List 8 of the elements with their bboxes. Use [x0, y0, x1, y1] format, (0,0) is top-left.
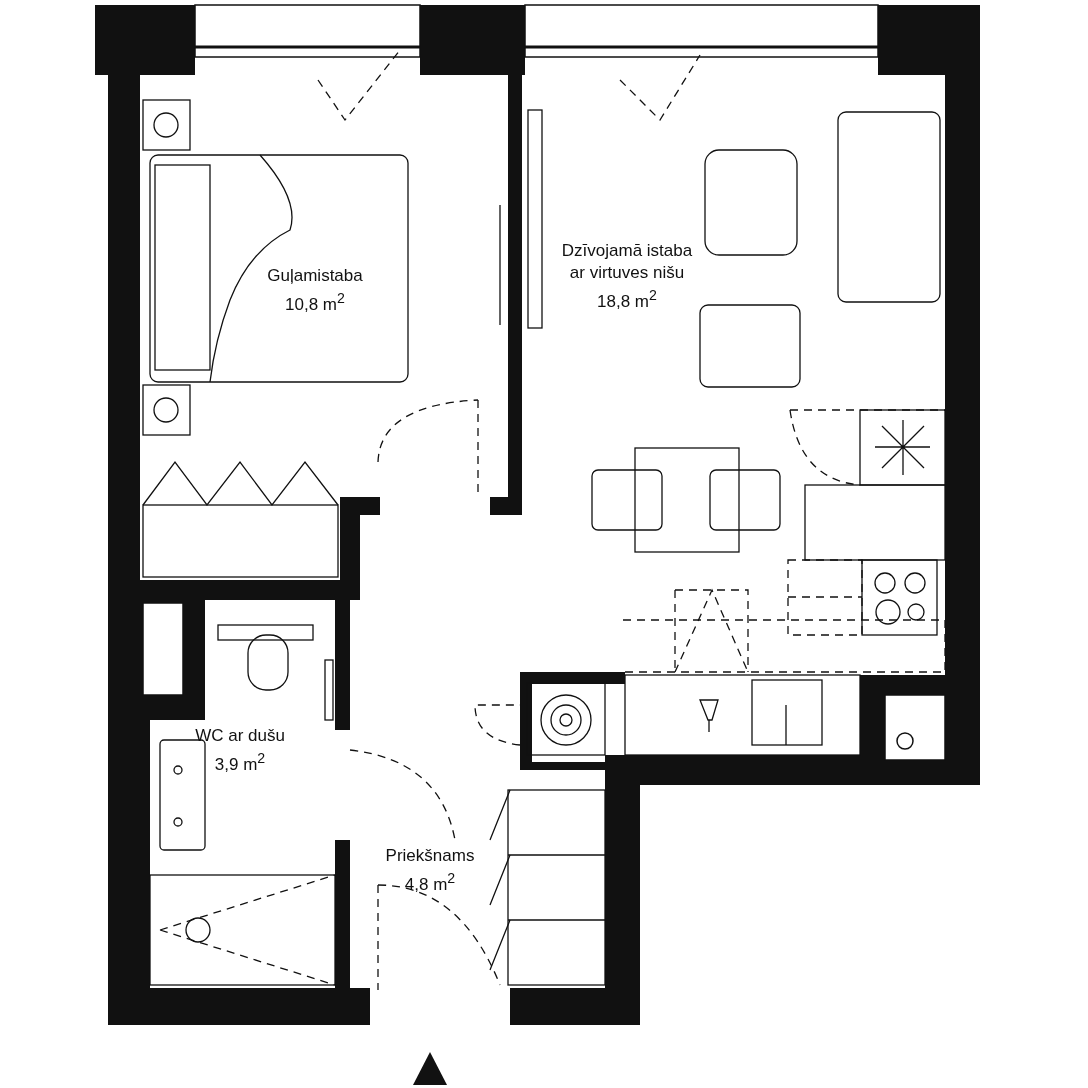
room-area-label: 10,8 m$^{2}$ [284, 289, 346, 316]
room-name: WC ar dušu [194, 725, 286, 747]
room-name: Priekšnams [384, 845, 476, 867]
room-area-label: 3,9 m$^{2}$ [213, 749, 267, 776]
room-area-label: 4,8 m$^{2}$ [403, 869, 457, 896]
room-name: Dzīvojamā istaba ar virtuves nišu [560, 240, 694, 284]
room-area-label: 18,8 m$^{2}$ [596, 286, 658, 313]
room-name: Guļamistaba [266, 265, 364, 287]
